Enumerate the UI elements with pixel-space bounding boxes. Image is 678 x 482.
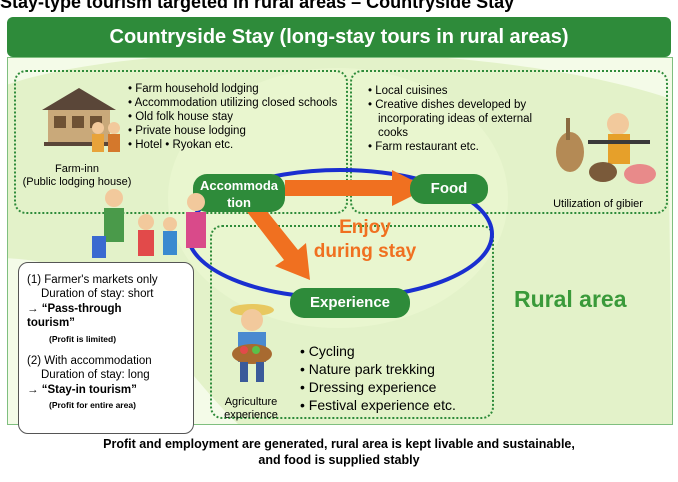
experience-node: Experience [290, 288, 410, 318]
food-list: Local cuisines Creative dishes developed… [368, 84, 553, 154]
enjoy-during-stay-text: Enjoy during stay [313, 217, 417, 262]
hunter-and-game-icon [556, 113, 656, 184]
tourists-icon [92, 189, 206, 258]
bottom-caption: Profit and employment are generated, rur… [103, 437, 575, 467]
accommodation-item: Accommodation utilizing closed schools [128, 96, 343, 110]
food-item: Creative dishes developed by incorporati… [368, 98, 553, 140]
arrow-accommodation-to-food [285, 170, 428, 206]
food-node: Food [410, 174, 488, 204]
gibier-label: Utilization of gibier [553, 198, 643, 210]
experience-item: • Dressing experience [300, 379, 437, 395]
page-top-title: Stay-type tourism targeted in rural area… [0, 0, 515, 12]
experience-item: • Cycling [300, 343, 355, 359]
accommodation-list: Farm household lodging Accommodation uti… [128, 82, 343, 152]
experience-list: • Cycling • Nature park trekking • Dress… [300, 342, 456, 414]
case1-duration: Duration of stay: short [41, 288, 154, 300]
experience-item: • Festival experience etc. [300, 397, 456, 413]
food-item: Local cuisines [368, 84, 553, 98]
case1-title: (1) Farmer's markets only [27, 274, 158, 286]
arrow-accommodation-to-experience [244, 200, 310, 280]
case2-title: (2) With accommodation [27, 355, 152, 367]
case2-duration: Duration of stay: long [41, 369, 150, 381]
case1-note: (Profit is limited) [49, 334, 117, 344]
accommodation-box [14, 70, 348, 214]
accommodation-item: Farm household lodging [128, 82, 343, 96]
comparison-box: (1) Farmer's markets only Duration of st… [18, 262, 194, 434]
agriculture-experience-label: Agriculture experience [224, 396, 278, 421]
banner-title: Countryside Stay (long-stay tours in rur… [7, 17, 671, 57]
case1-type: → “Pass-through tourism” [27, 303, 122, 329]
case2-note: (Profit for entire area) [49, 400, 136, 410]
accommodation-item: Old folk house stay [128, 110, 343, 124]
experience-box [210, 225, 494, 419]
farmer-icon [230, 304, 274, 382]
rural-area-label: Rural area [514, 286, 627, 312]
accommodation-item: Hotel • Ryokan etc. [128, 138, 343, 152]
food-box [350, 70, 668, 214]
accommodation-item: Private house lodging [128, 124, 343, 138]
food-item: Farm restaurant etc. [368, 140, 553, 154]
accommodation-node: Accommoda tion [193, 174, 285, 212]
experience-item: • Nature park trekking [300, 361, 435, 377]
case2-type: → “Stay-in tourism” [27, 384, 137, 396]
host-family-icon [92, 122, 120, 152]
farm-inn-label: Farm-inn (Public lodging house) [22, 163, 132, 188]
